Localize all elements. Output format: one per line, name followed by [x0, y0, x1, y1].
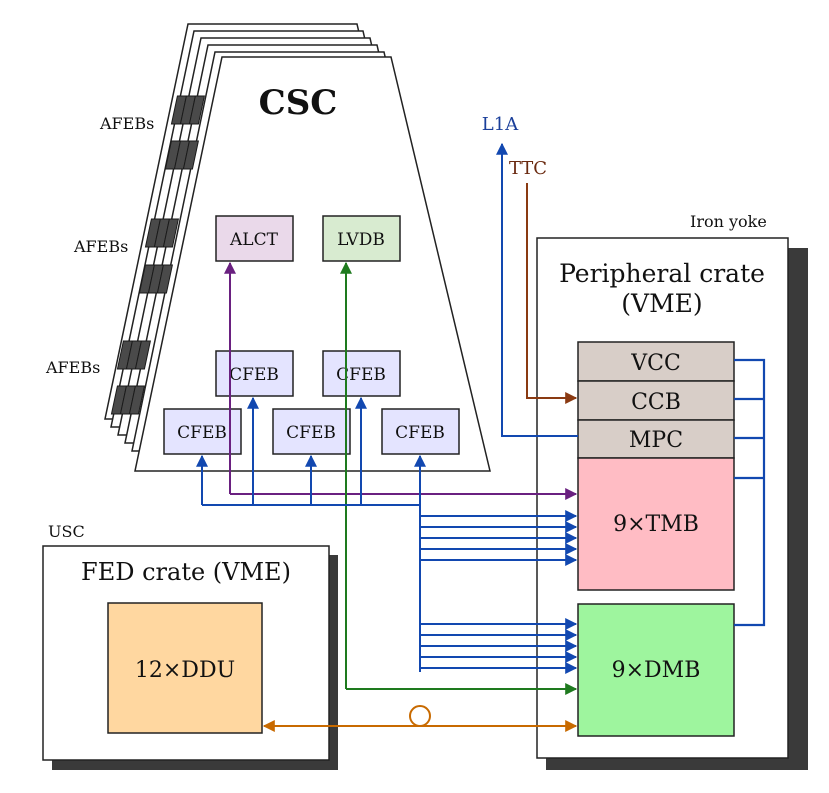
cfeb-board-3: [163, 408, 242, 455]
lvdb-board: [322, 215, 401, 262]
vcc-label: VCC: [630, 351, 681, 376]
cfeb-board-5: [381, 408, 460, 455]
ttc-label: TTC: [509, 158, 547, 179]
afebs-label-3: AFEBs: [45, 358, 100, 377]
fiber-coil-icon: [409, 705, 431, 727]
peripheral-crate-title-line1: Peripheral crate: [559, 259, 765, 288]
cfeb-label-4: CFEB: [286, 423, 336, 443]
dmb-module: [577, 603, 735, 737]
dmb-label: 9×DMB: [612, 658, 701, 683]
cfeb-label-3: CFEB: [177, 423, 227, 443]
ccb-label: CCB: [631, 390, 681, 415]
mpc-label: MPC: [629, 428, 683, 453]
afeb-chips: [110, 95, 206, 415]
lvdb-label: LVDB: [337, 230, 385, 250]
vme-bus: [734, 358, 766, 627]
afebs-label-2: AFEBs: [73, 237, 128, 256]
ccb-module: [577, 380, 735, 421]
cfeb-board-2: [322, 350, 401, 397]
alct-label: ALCT: [229, 230, 279, 250]
cfeb-label-5: CFEB: [395, 423, 445, 443]
peripheral-crate-title-line2: (VME): [621, 289, 702, 318]
dmb-input-bus: [420, 618, 578, 674]
tmb-input-bus: [420, 510, 578, 566]
ddu-module: [107, 602, 263, 734]
cfeb-board-1: [215, 350, 294, 397]
cfeb-board-4: [272, 408, 351, 455]
tmb-label: 9×TMB: [613, 512, 699, 537]
afebs-label-1: AFEBs: [99, 114, 154, 133]
iron-yoke-label: Iron yoke: [690, 212, 767, 231]
alct-board: [215, 215, 294, 262]
fed-crate-title: FED crate (VME): [81, 558, 291, 586]
cfeb-label-2: CFEB: [336, 365, 386, 385]
cfeb-label-1: CFEB: [229, 365, 279, 385]
l1a-label: L1A: [482, 114, 519, 135]
csc-title: CSC: [259, 83, 338, 123]
ddu-label: 12×DDU: [135, 658, 235, 683]
usc-label: USC: [48, 522, 85, 541]
l1a-line: [496, 142, 578, 437]
tmb-module: [577, 457, 735, 591]
ttc-line: [526, 183, 578, 404]
mpc-module: [577, 419, 735, 459]
